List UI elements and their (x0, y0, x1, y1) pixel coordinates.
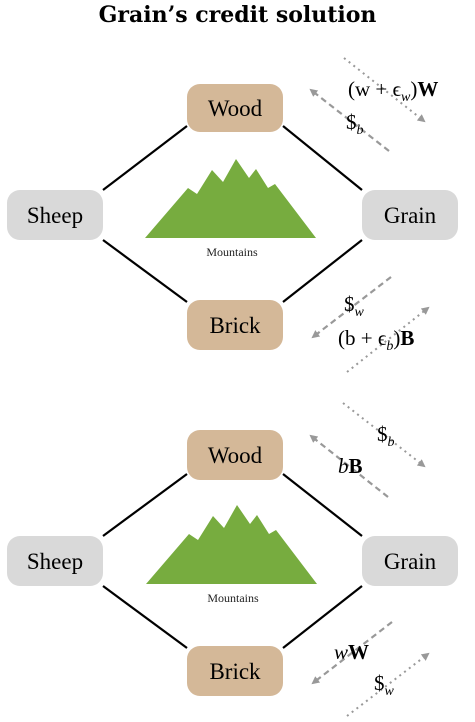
payment-label-bottom: $w (374, 671, 395, 699)
node-sheep: Sheep (7, 536, 103, 586)
node-grain-label: Grain (384, 549, 437, 574)
flow-label-bottom: (b + ϵb)B (338, 326, 414, 354)
node-grain-label: Grain (384, 203, 437, 228)
goods-arrow-top (309, 434, 389, 498)
mountains-icon (146, 505, 317, 584)
goods-arrow-top (343, 57, 426, 123)
edge-wood-grain (282, 473, 363, 537)
edge-brick-grain (282, 585, 363, 649)
node-brick: Brick (187, 646, 283, 696)
node-sheep-label: Sheep (27, 549, 83, 574)
edge-sheep-brick (102, 239, 188, 303)
mountains-label: Mountains (206, 245, 258, 259)
node-wood: Wood (187, 84, 283, 132)
node-wood: Wood (187, 430, 283, 480)
node-grain: Grain (362, 536, 458, 586)
diagram-top: Wood Sheep Grain Brick Mountains (w + ϵw… (7, 57, 458, 373)
payment-label-bottom: $w (344, 292, 365, 320)
edge-sheep-wood (102, 125, 188, 191)
edge-wood-grain (282, 125, 363, 191)
mountains-label: Mountains (207, 591, 259, 605)
payment-arrow-top (342, 402, 426, 468)
edge-brick-grain (282, 239, 363, 303)
node-sheep-label: Sheep (27, 203, 83, 228)
flow-label-bottom: wW (334, 640, 369, 664)
edge-sheep-wood (102, 473, 188, 537)
edge-sheep-brick (102, 585, 188, 649)
node-wood-label: Wood (208, 96, 263, 121)
payment-arrow-bottom (311, 276, 392, 339)
node-brick: Brick (187, 300, 283, 350)
node-brick-label: Brick (209, 659, 261, 684)
payment-arrow-bottom (346, 652, 430, 717)
node-wood-label: Wood (208, 443, 263, 468)
node-sheep: Sheep (7, 190, 103, 240)
payment-label-top: $b (377, 422, 395, 450)
diagram-title: Grain’s credit solution (98, 2, 377, 28)
payment-arrow-top (309, 88, 390, 152)
diagram-bottom: Wood Sheep Grain Brick Mountains $b bB (7, 402, 458, 717)
mountains-icon (145, 159, 316, 238)
flow-label-top: (w + ϵw)W (348, 77, 438, 105)
node-grain: Grain (362, 190, 458, 240)
flow-label-top: bB (338, 454, 363, 478)
payment-label-top: $b (346, 110, 364, 138)
node-brick-label: Brick (209, 313, 261, 338)
goods-arrow-bottom (311, 621, 393, 685)
